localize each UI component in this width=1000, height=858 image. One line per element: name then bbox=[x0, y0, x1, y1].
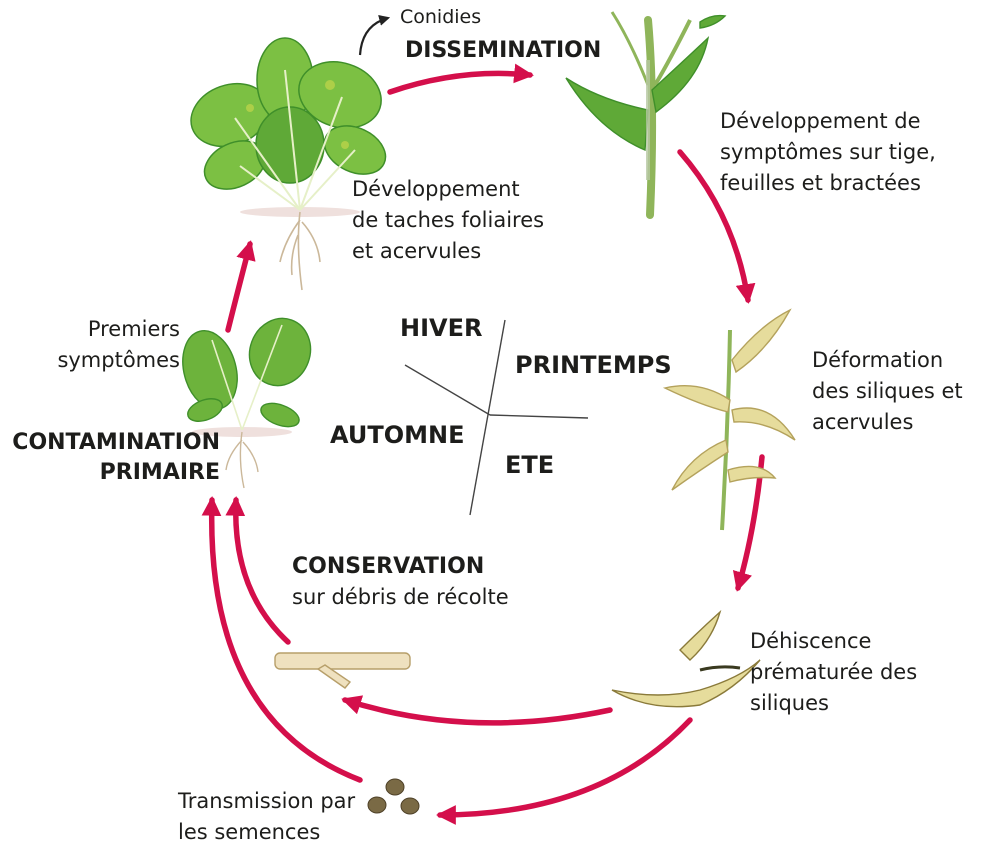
label-seed-transmission-line2: les semences bbox=[178, 820, 321, 844]
label-conservation-sub: sur débris de récolte bbox=[292, 585, 509, 609]
dehiscent-siliques bbox=[611, 609, 761, 708]
label-contamination: CONTAMINATION PRIMAIRE bbox=[12, 428, 220, 488]
label-deformation-line3: acervules bbox=[812, 410, 914, 434]
label-dissemination: DISSEMINATION bbox=[405, 38, 602, 63]
label-deformation-line2: des siliques et bbox=[812, 379, 963, 403]
label-foliar-spots-line1: Développement bbox=[352, 177, 520, 201]
label-foliar-spots: Développement de taches foliaires et ace… bbox=[352, 174, 544, 267]
arrow-to-deformation bbox=[677, 149, 756, 304]
label-stem-symptoms: Développement de symptômes sur tige, feu… bbox=[720, 106, 936, 199]
conidies-arrow bbox=[358, 14, 391, 56]
label-first-symptoms: Premiers symptômes bbox=[40, 314, 180, 376]
rosette-plant-large bbox=[190, 37, 387, 291]
label-dehiscence-line1: Déhiscence bbox=[750, 629, 872, 653]
season-hiver: HIVER bbox=[400, 314, 483, 342]
crop-debris bbox=[274, 652, 411, 689]
label-dehiscence: Déhiscence prématurée des siliques bbox=[750, 626, 917, 719]
label-contamination-line1: CONTAMINATION bbox=[12, 430, 220, 455]
label-conservation-title: CONSERVATION bbox=[292, 554, 485, 579]
label-dehiscence-line2: prématurée des bbox=[750, 660, 918, 684]
label-conidies: Conidies bbox=[400, 6, 482, 28]
arrow-to-foliar bbox=[225, 240, 256, 333]
label-first-symptoms-line1: Premiers bbox=[87, 317, 180, 341]
label-dehiscence-line3: siliques bbox=[750, 691, 829, 715]
arrow-debris-to-contamination bbox=[225, 496, 291, 645]
label-seed-transmission: Transmission par les semences bbox=[178, 786, 355, 848]
label-deformation: Déformation des siliques et acervules bbox=[812, 345, 963, 438]
label-foliar-spots-line2: de taches foliaires bbox=[352, 208, 545, 232]
season-cross bbox=[404, 319, 589, 516]
stem-with-leaves bbox=[565, 11, 727, 219]
season-ete: ETE bbox=[505, 451, 555, 479]
arrow-dissemination bbox=[387, 63, 534, 95]
season-divider-vertical bbox=[469, 319, 506, 516]
arrow-to-seeds bbox=[436, 717, 693, 825]
label-contamination-line2: PRIMAIRE bbox=[99, 460, 220, 485]
label-foliar-spots-line3: et acervules bbox=[352, 239, 482, 263]
season-divider-diagonal bbox=[404, 364, 491, 416]
season-printemps: PRINTEMPS bbox=[515, 351, 672, 379]
label-deformation-line1: Déformation bbox=[812, 348, 944, 372]
label-first-symptoms-line2: symptômes bbox=[57, 348, 180, 372]
seedling-plant bbox=[182, 317, 312, 489]
season-automne: AUTOMNE bbox=[330, 421, 465, 449]
label-conservation: CONSERVATION sur débris de récolte bbox=[292, 552, 509, 613]
season-divider-horizontal bbox=[489, 414, 589, 419]
seeds bbox=[367, 778, 420, 815]
arrow-seeds-to-contamination bbox=[201, 496, 363, 783]
label-stem-symptoms-line2: symptômes sur tige, bbox=[720, 140, 936, 164]
label-stem-symptoms-line3: feuilles et bractées bbox=[720, 171, 921, 195]
arrow-to-debris bbox=[341, 695, 613, 726]
label-stem-symptoms-line1: Développement de bbox=[720, 109, 921, 133]
deformed-siliques bbox=[662, 308, 796, 531]
label-seed-transmission-line1: Transmission par bbox=[178, 789, 356, 813]
